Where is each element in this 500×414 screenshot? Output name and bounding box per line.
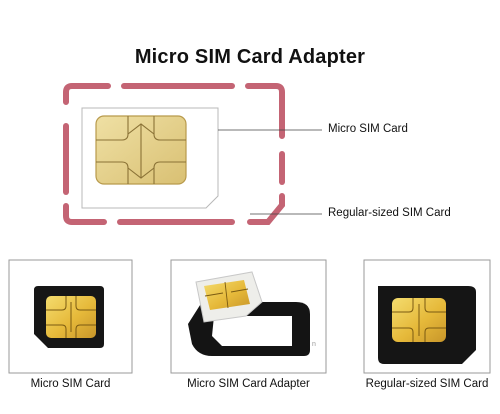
adapter-photo: n bbox=[188, 271, 316, 356]
caption-adapter: Micro SIM Card Adapter bbox=[187, 378, 310, 390]
svg-text:n: n bbox=[312, 341, 316, 348]
micro-sim-photo bbox=[34, 286, 104, 348]
caption-micro-sim: Micro SIM Card bbox=[30, 378, 111, 390]
callout-micro-sim: Micro SIM Card bbox=[328, 123, 408, 135]
callout-regular-sim: Regular-sized SIM Card bbox=[328, 207, 451, 219]
caption-regular-sim: Regular-sized SIM Card bbox=[365, 378, 489, 390]
regular-sim-outline bbox=[63, 83, 285, 225]
diagram-title: Micro SIM Card Adapter bbox=[134, 46, 366, 68]
micro-sim-card bbox=[81, 107, 219, 209]
micro-sim-chip bbox=[95, 115, 187, 185]
adapter-diagram bbox=[63, 83, 322, 225]
regular-sim-photo bbox=[378, 286, 476, 364]
